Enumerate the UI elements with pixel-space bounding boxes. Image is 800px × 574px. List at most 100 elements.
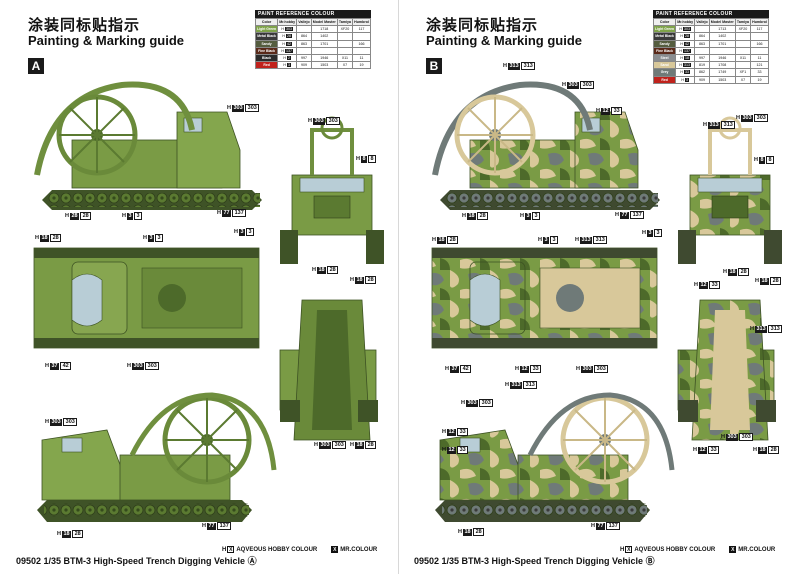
callout-h: H [753,447,757,453]
rear-track-right [358,400,378,422]
h-code: 18 [684,56,690,61]
h-code: 28 [684,34,690,39]
callout-n: 77 [206,522,217,530]
top-view-camo [431,247,658,349]
callout-h: H [754,157,758,163]
callout-h: H [308,118,312,124]
callout-n: 313 [509,381,523,389]
top-track-upper [432,248,657,258]
callout-n: 18 [354,441,365,449]
callout-h: H [462,213,466,219]
digging-arm [34,81,195,176]
h-prefix: H [680,56,683,61]
callout-h: H [755,278,759,284]
callout-v: 33 [457,445,469,455]
paint-code-humbrol: 117 [352,25,371,34]
top-digger-hub [556,284,584,312]
callout-h: H [442,429,446,435]
h-code: 303 [683,27,691,32]
color-swatch: Black [254,53,279,63]
h-prefix: H [680,41,683,46]
callout-h: H [57,531,61,537]
paint-code-tamiya [336,46,354,55]
callout-h: H [575,237,579,243]
callout-n: 303 [318,441,332,449]
callout-v: 137 [606,521,621,531]
paint-code-humbrol [750,46,769,55]
callout-n: 12 [519,365,530,373]
sheet-a: 涂装同标贴指示 Painting & Marking guide A PAINT… [12,0,390,548]
callout-n: 313 [754,325,768,333]
legend-h-label: AQVEOUS HOBBY COLOUR [236,546,318,553]
paint-code-tamiya: X11 [336,53,354,63]
rear-view-camo [677,299,776,441]
callout-n: 12 [446,428,457,436]
callout-n: 18 [757,446,768,454]
callout-v: 28 [770,276,782,286]
h-code: 3 [685,77,689,82]
paint-code-vallejo [296,46,312,55]
callout-v: 33 [708,445,720,455]
h-code: 3 [287,63,291,68]
legend-mr-box: X [729,546,737,553]
callout-n: 313 [507,62,521,70]
h-code: 137 [683,48,691,53]
h-code: 42 [684,41,690,46]
front-frame [708,128,752,175]
callout-v: 313 [593,235,608,245]
callout-v: 313 [721,120,736,130]
callout-v: 3 [654,228,663,238]
callout-v: 313 [521,61,536,71]
callout-v: 28 [473,527,485,537]
paint-code-tamiya: XF20 [734,25,752,34]
vehicle-drawings-camo [431,81,782,522]
callout-n: 3 [147,234,155,242]
callout-v: 28 [365,275,377,285]
callout-v: 28 [327,265,339,275]
side-view-top [34,81,262,210]
callout-h: H [127,363,131,369]
paint-code-vallejo [694,25,710,34]
callout-h: H [615,212,619,218]
callout-v: 42 [460,364,472,374]
callout-n: 8 [360,155,368,163]
callout-v: 3 [134,211,143,221]
callout-h: H [750,326,754,332]
h-prefix: H [283,56,286,61]
h-prefix: H [679,27,682,32]
color-swatch: Light Green [652,25,677,34]
callout-n: 18 [61,530,72,538]
legend-mr-label: MR.COLOUR [340,546,378,553]
side-view-bottom-camo [435,392,675,522]
callout-h: H [314,442,318,448]
paint-code-vallejo: 863 [694,39,710,48]
hull-bottom [517,454,629,501]
callout-h: H [736,115,740,121]
callout-h: H [576,366,580,372]
callout-n: 303 [566,81,580,89]
scheme-letter: A [28,58,44,74]
paint-code-tamiya [734,32,752,41]
callout-n: 18 [354,276,365,284]
callout-v: 28 [365,440,377,450]
h-prefix: H [679,48,682,53]
legend-mr-label: MR.COLOUR [738,546,776,553]
callout-n: 77 [221,209,232,217]
paint-code-vallejo: 863 [296,39,312,48]
callout-n: 77 [595,522,606,530]
callout-h: H [538,237,542,243]
